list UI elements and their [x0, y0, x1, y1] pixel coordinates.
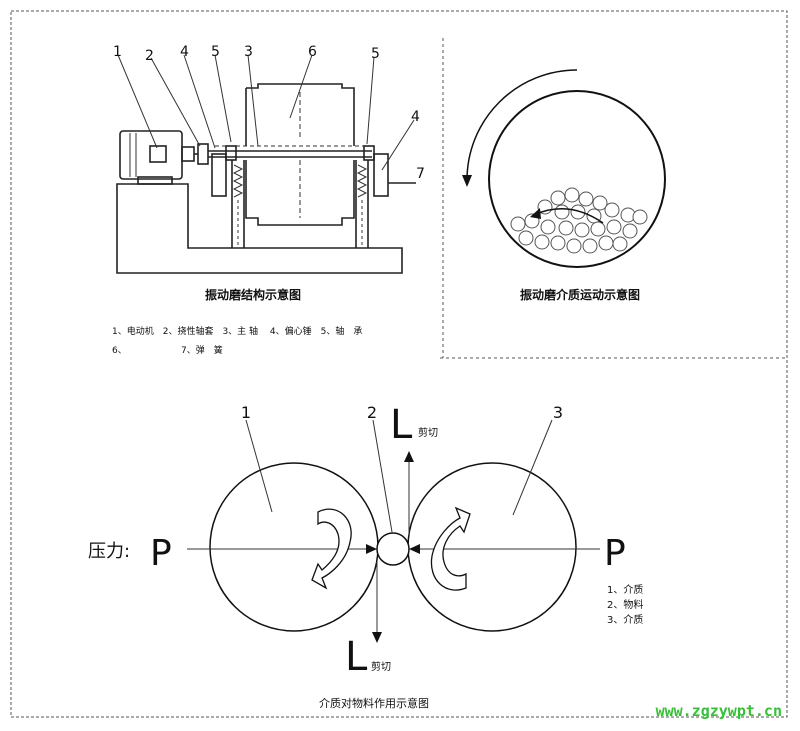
machine-legend-line-1: 1、电动机 2、挠性轴套 3、主 轴 4、偏心锤 5、轴 承	[112, 325, 362, 337]
pressure-label: 压力:	[88, 541, 130, 562]
left-bearing	[225, 145, 237, 161]
right-media-circle	[407, 462, 577, 632]
left-media-circle	[209, 462, 379, 632]
media-flow-arrowhead	[530, 208, 541, 219]
motor-foot	[137, 176, 173, 185]
action-legend-2: 2、物料	[607, 598, 643, 611]
shear-word-bottom: 剪切	[371, 660, 391, 673]
label-part-3: 3	[244, 44, 253, 60]
label-part-6: 6	[308, 44, 317, 60]
label-part-7: 7	[416, 166, 425, 182]
right-bearing	[363, 145, 375, 161]
motion-caption: 振动磨介质运动示意图	[520, 287, 640, 302]
label-part-4-right: 4	[411, 109, 420, 125]
right-eccentric-weight	[373, 153, 389, 197]
mill-drum-bottom	[245, 160, 355, 226]
mill-drum-top	[246, 83, 355, 146]
left-rotation-arrow	[311, 508, 352, 590]
action-legend-1: 1、介质	[607, 584, 643, 596]
label-part-5: 5	[211, 44, 220, 60]
outer-rotation-arrowhead	[462, 175, 472, 187]
left-spring	[232, 164, 244, 198]
right-spring	[356, 164, 368, 198]
right-rotation-arrow	[430, 506, 471, 591]
material-particle	[376, 532, 410, 566]
shear-symbol-top: L	[390, 402, 413, 448]
label-roll-2: 2	[367, 403, 377, 422]
motor-body	[119, 130, 183, 180]
media-balls	[510, 187, 648, 254]
base-frame	[116, 183, 403, 274]
label-part-5-right: 5	[371, 46, 380, 62]
machine-structure-drawing: 1 2 4 5 3 6 5 4 7 振动磨结构示意图 1、电动机 2、挠性轴套 …	[112, 44, 425, 356]
action-legend-3: 3、介质	[607, 614, 643, 626]
label-part-2: 2	[145, 48, 154, 64]
label-roll-3: 3	[553, 403, 563, 422]
media-flow-arc	[535, 208, 604, 224]
shear-word-top: 剪切	[418, 426, 438, 439]
machine-legend-line-2a: 6、	[112, 346, 127, 356]
label-roll-1: 1	[241, 403, 251, 422]
left-eccentric-weight	[211, 153, 227, 197]
outer-frame	[10, 10, 788, 718]
machine-legend-line-2b: 7、弹 簧	[181, 344, 223, 356]
machine-caption: 振动磨结构示意图	[205, 287, 301, 302]
media-motion-drawing: 振动磨介质运动示意图	[462, 69, 666, 302]
coupling-right	[197, 143, 209, 165]
label-part-4: 4	[180, 44, 189, 60]
mill-cross-section	[488, 90, 666, 268]
media-action-drawing: 1 2 3 L 剪切 L 剪切 压力: P P 1、介质 2、物料 3、介质 介…	[88, 402, 643, 710]
label-part-1: 1	[113, 44, 122, 60]
pressure-symbol-right: P	[604, 533, 626, 574]
outer-rotation-arc	[466, 69, 578, 181]
action-caption: 介质对物料作用示意图	[319, 696, 429, 710]
pressure-symbol-left: P	[150, 533, 172, 574]
motor-terminal-box	[149, 145, 167, 163]
shear-symbol-bottom: L	[345, 634, 368, 680]
coupling-left	[181, 146, 195, 162]
watermark-text: www.zgzywpt.cn	[656, 702, 782, 720]
